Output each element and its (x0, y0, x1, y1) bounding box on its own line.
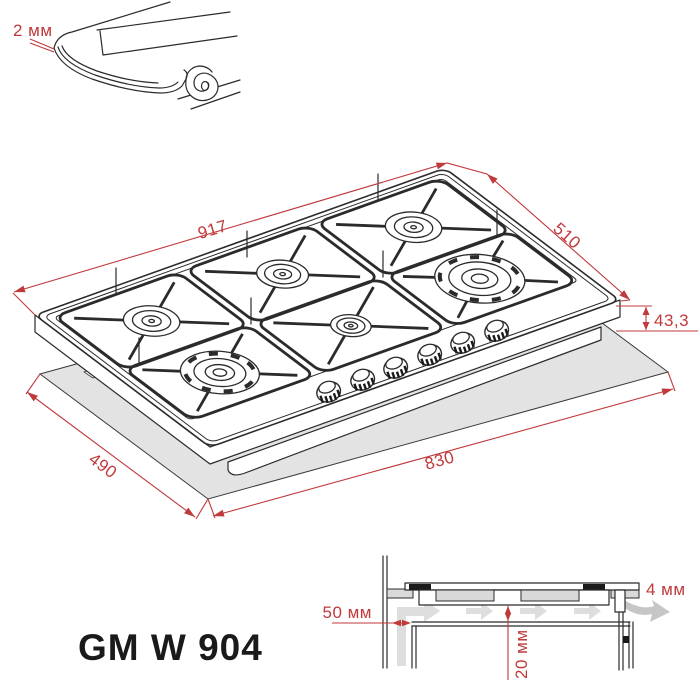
arrowhead-icon (392, 619, 401, 627)
edge-band-lam1 (57, 46, 179, 89)
dimension-height-43-3: 43,3 (616, 305, 698, 332)
edge-leader-lines (29, 38, 55, 53)
edge-curl-scroll (185, 65, 219, 102)
knob-5 (450, 331, 476, 355)
burner-back-left (112, 300, 191, 342)
edge-band-lam2 (61, 45, 159, 84)
grate-front-right (387, 231, 578, 326)
arrowhead-icon (402, 619, 411, 627)
burner-back-right (374, 206, 453, 248)
dim-label-490: 490 (85, 449, 120, 482)
edge-inner-face (99, 30, 238, 56)
dimension-cutout-830: 830 (207, 371, 676, 519)
arrowhead-icon (14, 285, 26, 293)
hob-seal-left (409, 584, 431, 590)
panel-connector (623, 636, 629, 643)
edge-band-outer (53, 47, 188, 94)
fixing-bracket (614, 589, 626, 613)
arrowhead-icon (487, 174, 498, 184)
airflow-arrow-icon (520, 602, 547, 620)
airflow-arrow-icon (574, 602, 601, 620)
grate-fingers (74, 189, 559, 412)
burner-box-right (520, 589, 580, 602)
dim-label-830: 830 (423, 447, 457, 473)
hob-rim-line (44, 173, 611, 443)
clearance-label-4mm: 4 мм (646, 580, 686, 599)
grate-front-middle (256, 278, 447, 373)
dimension-side-clearance-50mm: 50 мм (322, 603, 411, 627)
edge-band-top (53, 1, 171, 49)
arrowhead-icon (213, 509, 225, 517)
knob-2 (350, 368, 376, 392)
knob-4 (417, 343, 443, 367)
arrowhead-icon (504, 606, 512, 614)
knob-6 (484, 319, 510, 343)
burner-back-middle (246, 255, 319, 294)
arrowhead-icon (642, 307, 650, 315)
dim-label-43-3: 43,3 (654, 311, 689, 330)
pan-support-grates (55, 178, 578, 420)
hob-isometric-view: 917 510 43,3 830 490 (12, 162, 698, 520)
arrowhead-icon (184, 507, 195, 517)
installation-cross-section: 50 мм 20 мм 4 мм (322, 555, 686, 680)
burner-box-left (435, 589, 495, 602)
airflow-arrow-icon (466, 602, 493, 620)
dimension-bottom-clearance-20mm: 20 мм (504, 605, 531, 680)
extension-line (25, 373, 209, 520)
cabinet-left-side (411, 625, 417, 669)
clearance-label-50mm: 50 мм (322, 603, 372, 622)
dim-label-510: 510 (550, 219, 585, 253)
edge-far-line (96, 11, 231, 31)
burner-front-middle-small (322, 311, 379, 341)
clearance-label-20mm: 20 мм (512, 629, 531, 679)
edge-thickness-detail: 2 мм (13, 1, 241, 110)
arrowhead-icon (27, 392, 38, 402)
knob-3 (383, 356, 409, 380)
extension-line (207, 371, 676, 519)
hob-bottom-tray (227, 326, 602, 476)
burner-front-right-wok (417, 245, 543, 312)
grate-front-left (125, 325, 316, 420)
knob-1 (316, 380, 342, 404)
hob-side-faces (34, 299, 621, 465)
burners (103, 202, 543, 404)
extension-line (12, 292, 36, 316)
model-name: GM W 904 (78, 627, 263, 668)
burner-front-left-wok (165, 343, 276, 402)
arrowhead-icon (661, 388, 673, 396)
control-knobs (316, 319, 510, 404)
arrowhead-icon (642, 322, 650, 330)
hob-seal-right (583, 584, 605, 590)
arrowhead-icon (435, 162, 447, 170)
grate-pins (115, 173, 498, 365)
edge-thickness-label: 2 мм (13, 21, 53, 40)
airflow-bent-arrow-icon (397, 599, 440, 666)
arrowhead-icon (619, 290, 630, 300)
wall-lines (382, 555, 388, 669)
worktop-left (386, 588, 414, 599)
arrowhead-icon (504, 613, 512, 621)
extension-line (620, 299, 631, 302)
hob-top-plate (35, 168, 620, 447)
dim-label-917: 917 (196, 216, 230, 243)
cabinet-shelf-lines (411, 621, 631, 627)
exit-air-curved-arrow-icon (621, 600, 670, 622)
hob-body (34, 299, 621, 476)
